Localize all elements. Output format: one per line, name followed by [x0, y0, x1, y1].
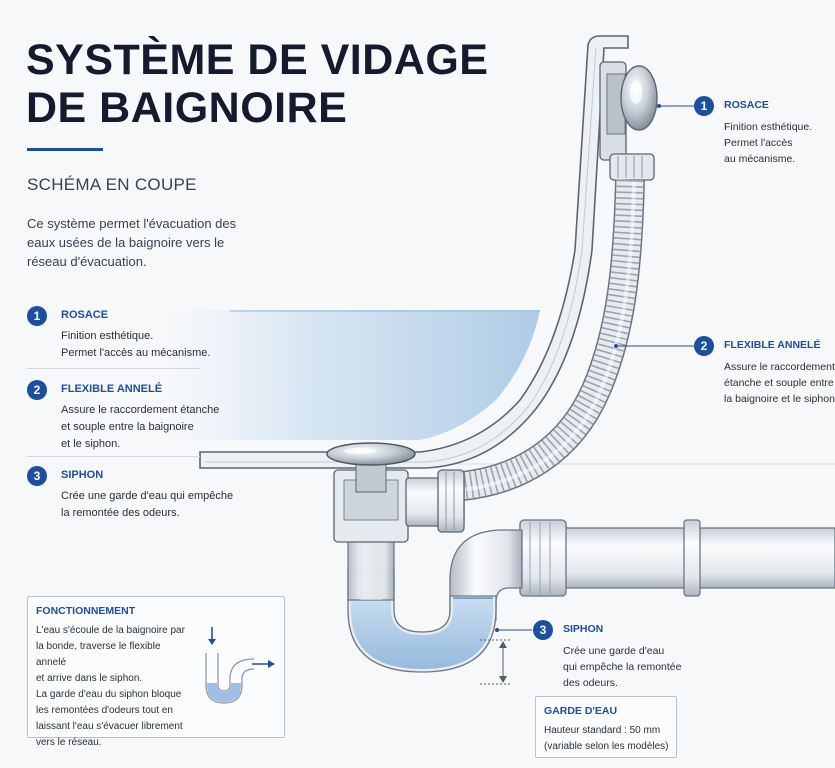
- fonctionnement-desc: L'eau s'écoule de la baignoire par la bo…: [36, 625, 185, 748]
- callout-title: SIPHON: [563, 623, 604, 635]
- garde-eau-desc: Hauteur standard : 50 mm (variable selon…: [544, 725, 669, 752]
- flexible-hose: [460, 179, 645, 501]
- legend-desc: Finition esthétique. Permet l'accès au m…: [61, 330, 211, 359]
- arrow-down-icon: [208, 627, 216, 645]
- page-title: SYSTÈME DE VIDAGE DE BAIGNOIRE: [26, 36, 489, 132]
- number-badge: 2: [27, 380, 47, 400]
- divider: [27, 456, 200, 457]
- callout-title: ROSACE: [724, 99, 769, 111]
- divider: [27, 368, 200, 369]
- legend-title: SIPHON: [61, 469, 104, 481]
- trap-flow-icon: [205, 627, 275, 704]
- page-subtitle: SCHÉMA EN COUPE: [27, 175, 197, 194]
- outlet-pipe: [519, 519, 835, 597]
- tub-water: [160, 310, 540, 440]
- number-badge: 3: [27, 466, 47, 486]
- garde-eau-box: GARDE D'EAU Hauteur standard : 50 mm (va…: [535, 696, 677, 758]
- rosace-assembly: [599, 61, 658, 181]
- number-badge: 2: [694, 336, 714, 356]
- callout-desc: Crée une garde d'eau qui empêche la remo…: [563, 645, 682, 689]
- legend-title: ROSACE: [61, 309, 109, 321]
- number-badge: 1: [27, 306, 47, 326]
- number-badge: 3: [533, 620, 553, 640]
- drain-plug: [326, 442, 416, 466]
- callout-desc: Finition esthétique. Permet l'accès au m…: [724, 121, 813, 165]
- siphon-trap: [347, 519, 523, 673]
- arrow-right-icon: [252, 660, 275, 668]
- number-badge: 1: [694, 96, 714, 116]
- drain-body: [326, 442, 465, 543]
- legend-desc: Crée une garde d'eau qui empêche la remo…: [61, 490, 234, 519]
- intro-text: Ce système permet l'évacuation des eaux …: [27, 216, 237, 269]
- fonctionnement-box: FONCTIONNEMENT L'eau s'écoule de la baig…: [27, 596, 285, 748]
- legend-title: FLEXIBLE ANNELÉ: [61, 383, 163, 395]
- fonctionnement-title: FONCTIONNEMENT: [36, 605, 136, 617]
- legend-desc: Assure le raccordement étanche et souple…: [61, 404, 220, 450]
- bathtub-wall: [199, 35, 629, 469]
- garde-eau-title: GARDE D'EAU: [544, 705, 618, 717]
- water-seal-dimension: [480, 639, 512, 685]
- title-rule: [27, 148, 103, 151]
- callout-title: FLEXIBLE ANNELÉ: [724, 339, 821, 351]
- callout-desc: Assure le raccordement étanche et souple…: [724, 361, 835, 405]
